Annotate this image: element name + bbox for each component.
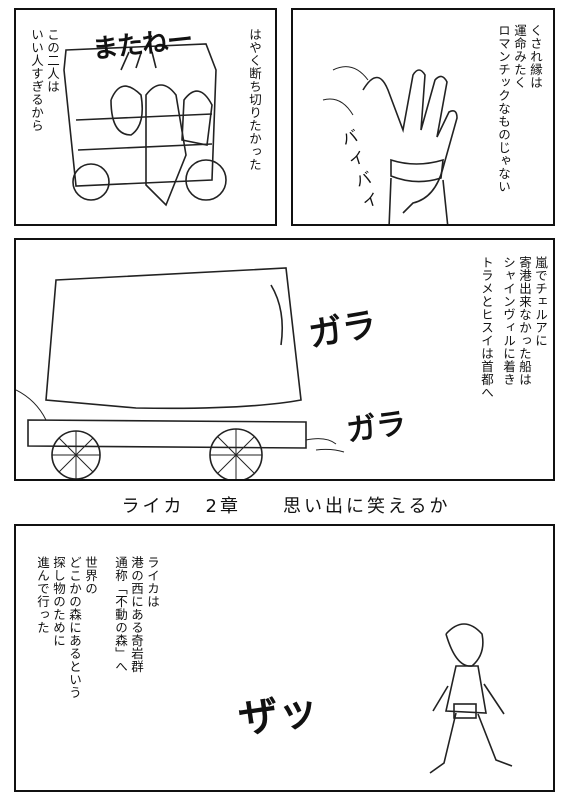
narration-line1: くされ縁は (528, 24, 543, 89)
panel-laika-walking: ライカは 港の西にある奇岩群 通称「不動の森」へ 世界の どこかの森にあるという… (14, 524, 555, 792)
narration-left-line2: いい人すぎるから (29, 28, 44, 132)
narration-line3: ロマンチックなものじゃない (496, 24, 511, 193)
narration-right-line2: 港の西にある奇岩群 (129, 556, 144, 673)
narration-left-line2: どこかの森にあるという (67, 556, 82, 699)
wagon-sketch-illustration (63, 43, 227, 207)
chapter-title: ライカ 2章 思い出に笑えるか (121, 496, 451, 517)
narration-right-line3: 通称「不動の森」へ (113, 556, 128, 673)
walking-girl-illustration (429, 623, 513, 774)
narration-left-line1: この二人は (45, 28, 60, 93)
narration-line2: 運命みたく (512, 24, 527, 89)
narration-right-line1: ライカは (145, 556, 160, 608)
narration-line2: 寄港出来なかった船は (517, 256, 532, 386)
waving-hand-illustration (322, 66, 458, 224)
narration-right: はやく断ち切りたかった (247, 28, 262, 171)
panel-farewell-wagon: またねー はやく断ち切りたかった この二人は いい人すぎるから (14, 8, 277, 226)
narration-line3: シャインヴィルに着き (501, 256, 516, 386)
narration-line4: トラメとヒスイは首都へ (479, 256, 494, 399)
narration-left-line4: 進んで行った (35, 556, 50, 634)
covered-wagon-illustration (16, 267, 345, 479)
panel-wagon-departing: 嵐でチェルアに 寄港出来なかった船は シャインヴィルに着き トラメとヒスイは首都… (14, 238, 555, 481)
narration-line1: 嵐でチェルアに (533, 256, 548, 347)
sfx-footstep: ザッ (235, 686, 322, 744)
narration-left-line3: 探し物のために (51, 556, 66, 647)
sfx-rattle-2: ガラ (344, 405, 409, 449)
panel-waving-hand: くされ縁は 運命みたく ロマンチックなものじゃない バイバイ (291, 8, 555, 226)
narration-left-line1: 世界の (83, 556, 98, 595)
